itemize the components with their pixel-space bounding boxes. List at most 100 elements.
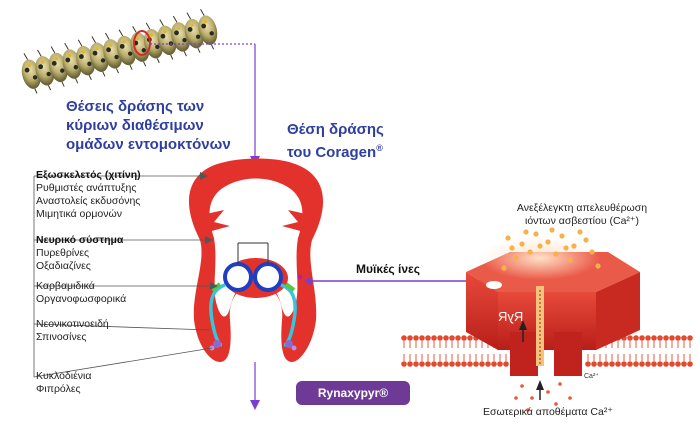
major-groups-heading: Θέσεις δράσης των κύριων διαθέσιμων ομάδ… <box>66 97 266 154</box>
lipid <box>609 354 615 367</box>
ryanodine-receptor <box>466 227 640 412</box>
lipid <box>681 354 687 367</box>
lipid <box>431 354 437 367</box>
lipid <box>491 354 497 367</box>
label-item: Μιμητικά ορμονών <box>36 208 122 220</box>
group-exoskeleton: Εξωσκελετός (χιτίνη) Ρυθμιστές ανάπτυξης… <box>36 169 141 221</box>
calcium-ion <box>577 229 583 235</box>
lipid <box>437 335 443 348</box>
lipid <box>407 335 413 348</box>
calcium-ion <box>509 245 515 251</box>
lipid <box>663 335 669 348</box>
internal-stores-label: Εσωτερικά αποθέματα Ca²⁺ <box>483 406 613 418</box>
label-item: Οργανοφωσφορικά <box>36 293 127 305</box>
calcium-ion <box>523 229 529 235</box>
lipid <box>449 335 455 348</box>
calcium-ion <box>530 396 534 400</box>
lipid <box>603 354 609 367</box>
calcium-release-line-2: ιόντων ασβεστίου (Ca²⁺) <box>525 215 639 227</box>
caterpillar-segment <box>198 9 218 50</box>
lipid <box>687 354 693 367</box>
calcium-ion <box>546 390 550 394</box>
lipid <box>669 335 675 348</box>
group-cyclodienes: Κυκλοδιένια Φιπρόλες <box>36 370 91 396</box>
coragen-heading-text: του Coragen <box>287 144 377 161</box>
lipid <box>651 354 657 367</box>
label-item: Αναστολείς εκδυσόνης <box>36 195 141 207</box>
calcium-ion <box>567 257 573 263</box>
down-arrow <box>250 362 260 410</box>
label-item: Νεονικοτινοειδή <box>36 318 109 330</box>
lipid <box>669 354 675 367</box>
lipid <box>675 335 681 348</box>
calcium-ion <box>563 245 569 251</box>
group-neonicotinoids: Νεονικοτινοειδή Σπινοσίνες <box>36 318 109 344</box>
lipid <box>461 335 467 348</box>
coragen-heading-line-2: του Coragen® <box>287 139 427 162</box>
calcium-ion <box>505 235 511 241</box>
calcium-ion <box>533 231 539 237</box>
calcium-ion <box>514 396 518 400</box>
lipid <box>413 354 419 367</box>
calcium-ion <box>568 396 572 400</box>
lipid <box>675 354 681 367</box>
registered-mark: ® <box>376 143 383 153</box>
lipid <box>597 354 603 367</box>
calcium-ion <box>559 233 565 239</box>
ryr-label: RyR <box>498 309 524 324</box>
label-item: Ρυθμιστές ανάπτυξης <box>36 182 137 194</box>
calcium-ion <box>583 237 589 243</box>
label-item: Οξαδιαζίνες <box>36 260 91 272</box>
lipid <box>645 354 651 367</box>
lipid <box>443 354 449 367</box>
group-carbamates: Καρβαμιδικά Οργανοφωσφορικά <box>36 280 126 306</box>
calcium-ion <box>527 249 533 255</box>
lipid <box>657 335 663 348</box>
lipid <box>627 354 633 367</box>
calcium-ion <box>589 249 595 255</box>
group-nervous-header: Νευρικό σύστημα <box>36 234 124 246</box>
lipid <box>467 335 473 348</box>
lipid <box>455 335 461 348</box>
calcium-ion <box>501 265 507 271</box>
lipid <box>627 335 633 348</box>
cell-membrane <box>401 335 693 367</box>
insect-cross-section <box>188 158 324 362</box>
calcium-ion <box>526 408 530 412</box>
lipid <box>639 354 645 367</box>
lipid <box>419 335 425 348</box>
calcium-ion-label: Ca²⁺ <box>584 373 599 380</box>
lipid <box>407 354 413 367</box>
calcium-ion <box>513 255 519 261</box>
lipid <box>401 354 407 367</box>
group-nervous-system: Νευρικό σύστημα Πυρεθρίνες Οξαδιαζίνες <box>36 234 123 273</box>
calcium-ion <box>558 382 562 386</box>
lipid <box>503 354 509 367</box>
muscle-fibres-label: Μυϊκές ίνες <box>356 262 420 276</box>
major-groups-heading-line-2: κύριων διαθέσιμων <box>66 117 204 134</box>
lipid <box>473 354 479 367</box>
label-item: Σπινοσίνες <box>36 331 87 343</box>
calcium-ion <box>520 384 524 388</box>
lipid <box>651 335 657 348</box>
calcium-release-label: Ανεξέλεγκτη απελευθέρωση ιόντων ασβεστίο… <box>507 202 657 228</box>
lipid <box>663 354 669 367</box>
lipid <box>633 335 639 348</box>
label-item: Πυρεθρίνες <box>36 247 90 259</box>
lipid <box>497 354 503 367</box>
major-groups-heading-line-1: Θέσεις δράσης των <box>66 98 205 115</box>
lipid <box>591 354 597 367</box>
lipid <box>455 354 461 367</box>
lipid <box>437 354 443 367</box>
lipid <box>431 335 437 348</box>
lipid <box>449 354 455 367</box>
lipid <box>633 354 639 367</box>
muscle-arrow <box>304 276 492 286</box>
lipid <box>621 354 627 367</box>
label-leader-lines <box>33 172 218 378</box>
caterpillar-image <box>21 9 218 94</box>
lipid <box>639 335 645 348</box>
coragen-heading-line-1: Θέση δράσης <box>287 121 384 138</box>
lipid <box>419 354 425 367</box>
